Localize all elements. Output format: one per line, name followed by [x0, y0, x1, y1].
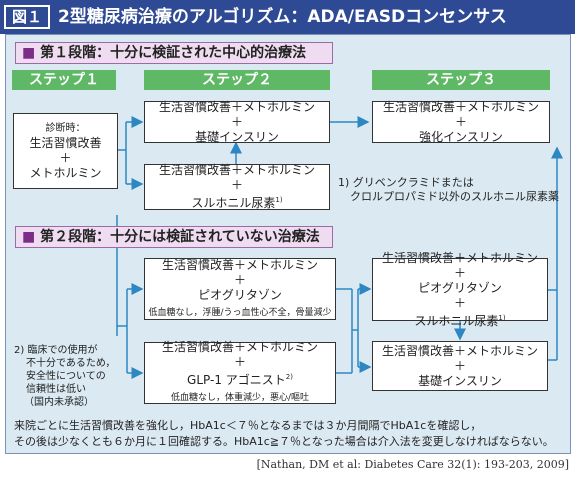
- stage1-label: 第１段階：十分に検証された中心的治療法: [40, 45, 307, 61]
- t3-pio-line3: スルホニル尿素: [414, 313, 499, 328]
- stage2-marker: ■: [22, 229, 36, 245]
- t2-glp1-sup: 2): [285, 373, 293, 381]
- footnote2-line4: 信頼性は低い: [26, 384, 86, 395]
- tier2-pioglitazone-box: 生活習慣改善＋メトホルミン ＋ ピオグリタゾン 低血糖なし，浮腫/うっ血性心不全…: [144, 258, 336, 320]
- bottom-note-line1: 来院ごとに生活習慣改善を強化し，HbA1c＜７％となるまでは３か月間隔でHbA1…: [14, 419, 482, 432]
- footnote1: 1) グリベンクラミドまたは クロルプロパミド以外のスルホニル尿素薬: [338, 176, 559, 204]
- footnote1-line2: クロルプロパミド以外のスルホニル尿素薬: [350, 190, 559, 203]
- s2-su-plus: ＋: [230, 178, 243, 192]
- t3-pio-sup: 1): [498, 313, 506, 322]
- tier3-basal-insulin-box: 生活習慣改善＋メトホルミン ＋ 基礎インスリン: [372, 341, 548, 391]
- t2-pio-plus: ＋: [233, 272, 246, 287]
- t3-pio-line3-wrap: スルホニル尿素1): [414, 311, 505, 329]
- t3-basal-line1: 生活習慣改善＋メトホルミン: [381, 343, 538, 358]
- step2-basal-insulin-box: 生活習慣改善＋メトホルミン ＋ 基礎インスリン: [144, 99, 330, 144]
- t2-pio-note: 低血糖なし，浮腫/うっ血性心不全，骨量減少: [148, 307, 332, 318]
- t2-glp1-line1: 生活習慣改善＋メトホルミン: [161, 340, 318, 354]
- figure-label: 図１: [4, 5, 50, 29]
- s2-basal-plus: ＋: [230, 114, 243, 129]
- diagnosis-plus: ＋: [59, 151, 72, 165]
- diagnosis-line1: 生活習慣改善: [29, 136, 102, 150]
- t2-glp1-note: 低血糖なし，体重減少，悪心/嘔吐: [170, 393, 310, 403]
- stage1-marker: ■: [22, 45, 36, 61]
- footnote2-line2: 不十分であるため，: [26, 358, 116, 369]
- stage1-header: ■ 第１段階：十分に検証された中心的治療法: [15, 42, 333, 64]
- s2-su-sup: 1): [275, 196, 283, 204]
- s3-int-line1: 生活習慣改善＋メトホルミン: [382, 99, 539, 114]
- tier3-pio-su-box: 生活習慣改善＋メトホルミン ＋ ピオグリタゾン ＋ スルホニル尿素1): [372, 251, 548, 328]
- t3-basal-line2: 基礎インスリン: [418, 373, 502, 388]
- footnote2-line5: （国内未承認）: [24, 397, 94, 408]
- s3-int-plus: ＋: [454, 114, 467, 129]
- stage2-label: 第２段階：十分には検証されていない治療法: [40, 229, 320, 245]
- step3-banner: ステップ３: [372, 70, 550, 90]
- t3-basal-plus: ＋: [453, 358, 466, 373]
- footnote2: 2) 臨床での使用が 不十分であるため， 安全性についての 信頼性は低い （国内…: [14, 344, 115, 409]
- footnote2-line3: 安全性についての: [26, 371, 106, 382]
- figure-header: [0, 0, 575, 34]
- step2-sulfonylurea-box: 生活習慣改善＋メトホルミン ＋ スルホニル尿素1): [144, 163, 330, 211]
- s3-int-line2: 強化インスリン: [419, 129, 503, 144]
- t2-glp1-line2: GLP-1 アゴニスト: [187, 373, 286, 387]
- footnote2-line1: 2) 臨床での使用が: [14, 345, 98, 356]
- step3-intensive-insulin-box: 生活習慣改善＋メトホルミン ＋ 強化インスリン: [372, 99, 550, 144]
- tier2-glp1-box: 生活習慣改善＋メトホルミン ＋ GLP-1 アゴニスト2) 低血糖なし，体重減少…: [144, 340, 336, 404]
- s2-basal-line2: 基礎インスリン: [195, 129, 279, 144]
- t2-glp1-plus: ＋: [233, 355, 246, 369]
- t3-pio-plus2: ＋: [453, 295, 466, 310]
- figure-title: 2型糖尿病治療のアルゴリズム：ADA/EASDコンセンサス: [58, 7, 507, 27]
- t2-glp1-line2-wrap: GLP-1 アゴニスト2): [187, 370, 293, 388]
- footnote1-line1: 1) グリベンクラミドまたは: [338, 176, 474, 189]
- s2-su-line1: 生活習慣改善＋メトホルミン: [158, 163, 315, 177]
- t2-pio-line1: 生活習慣改善＋メトホルミン: [161, 257, 318, 272]
- t3-pio-plus1: ＋: [453, 265, 466, 280]
- t3-pio-line1: 生活習慣改善＋メトホルミン: [381, 250, 538, 265]
- stage2-header: ■ 第２段階：十分には検証されていない治療法: [15, 226, 333, 248]
- t2-pio-line2: ピオグリタゾン: [198, 287, 282, 302]
- step1-banner: ステップ１: [12, 70, 116, 90]
- s2-su-line2: スルホニル尿素: [191, 196, 276, 210]
- step2-banner: ステップ２: [144, 70, 330, 90]
- s2-basal-line1: 生活習慣改善＋メトホルミン: [158, 99, 315, 114]
- s2-su-line2-wrap: スルホニル尿素1): [191, 193, 282, 211]
- bottom-note: 来院ごとに生活習慣改善を強化し，HbA1c＜７％となるまでは３か月間隔でHbA1…: [14, 418, 554, 450]
- diagnosis-line2: メトホルミン: [29, 166, 102, 180]
- bottom-note-line2: その後は少なくとも６か月に１回確認する。HbA1c≧７％となった場合は介入法を変…: [14, 435, 554, 448]
- citation: [Nathan, DM et al: Diabetes Care 32(1): …: [256, 458, 569, 471]
- diagnosis-title: 診断時：: [45, 123, 86, 134]
- diagnosis-box: 診断時： 生活習慣改善 ＋ メトホルミン: [13, 113, 118, 189]
- t3-pio-line2: ピオグリタゾン: [418, 280, 502, 295]
